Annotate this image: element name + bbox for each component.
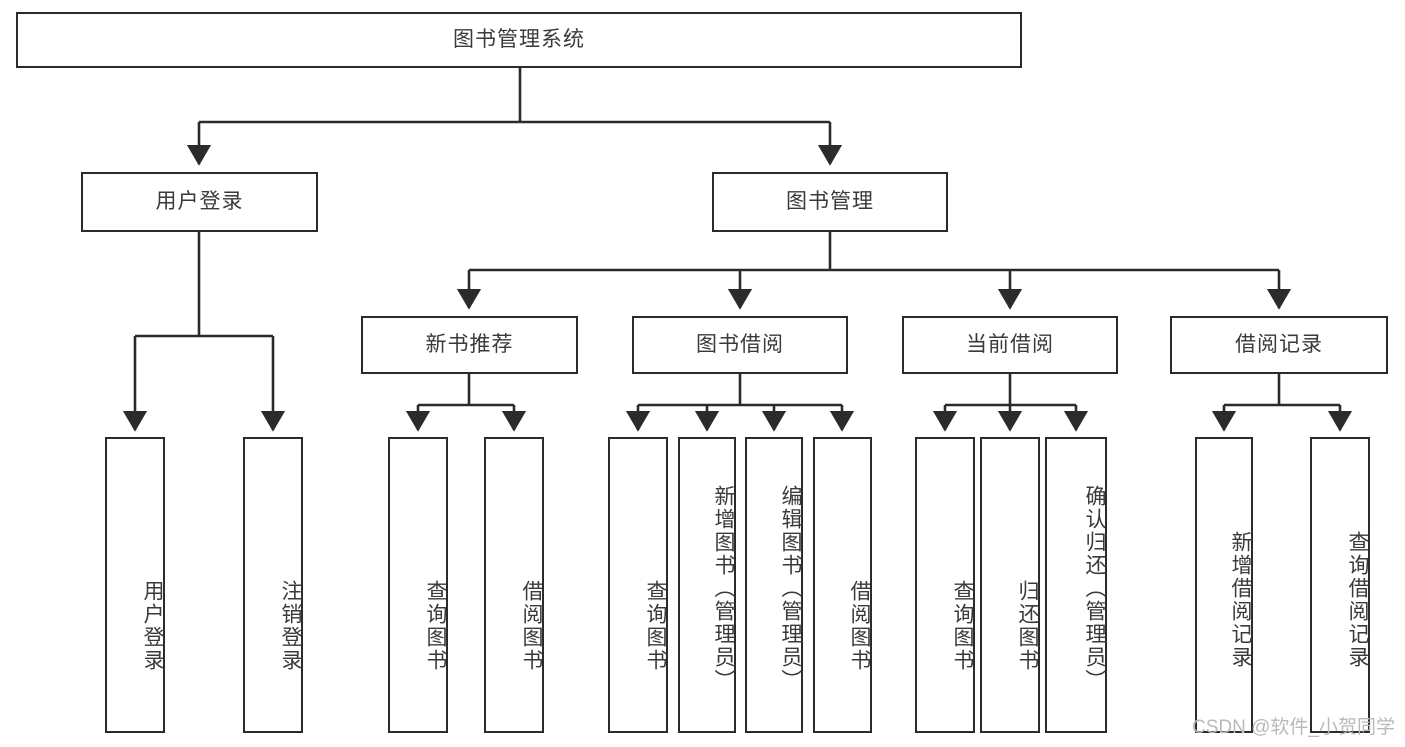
node-root[interactable]: 图书管理系统 — [16, 12, 1022, 68]
node-leaf-query-book-2[interactable]: 查询图书 — [608, 437, 668, 733]
node-leaf-borrow-book-1-label: 借阅图书 — [520, 580, 543, 672]
node-leaf-query-book-1[interactable]: 查询图书 — [388, 437, 448, 733]
node-current-borrow[interactable]: 当前借阅 — [902, 316, 1118, 374]
node-new-book-recommend[interactable]: 新书推荐 — [361, 316, 578, 374]
csdn-watermark: CSDN @软件_小贺同学 — [1192, 717, 1395, 738]
node-leaf-add-book[interactable]: 新增图书（管理员） — [678, 437, 736, 733]
node-leaf-add-book-label: 新增图书（管理员） — [712, 484, 735, 692]
node-root-label: 图书管理系统 — [453, 28, 585, 52]
node-leaf-confirm-return[interactable]: 确认归还（管理员） — [1045, 437, 1107, 733]
node-leaf-query-record-label: 查询借阅记录 — [1346, 531, 1369, 669]
node-leaf-query-book-3-label: 查询图书 — [951, 580, 974, 672]
node-borrow-record-label: 借阅记录 — [1235, 333, 1323, 357]
node-leaf-edit-book[interactable]: 编辑图书（管理员） — [745, 437, 803, 733]
node-leaf-add-record-label: 新增借阅记录 — [1229, 531, 1252, 669]
node-leaf-query-book-1-label: 查询图书 — [424, 580, 447, 672]
node-leaf-query-record[interactable]: 查询借阅记录 — [1310, 437, 1370, 733]
node-book-borrow[interactable]: 图书借阅 — [632, 316, 848, 374]
node-current-borrow-label: 当前借阅 — [966, 333, 1054, 357]
node-leaf-query-book-3[interactable]: 查询图书 — [915, 437, 975, 733]
node-user-login-label: 用户登录 — [155, 190, 244, 214]
node-book-borrow-label: 图书借阅 — [696, 333, 784, 357]
node-leaf-borrow-book-2-label: 借阅图书 — [848, 580, 871, 672]
node-leaf-confirm-return-label: 确认归还（管理员） — [1083, 484, 1106, 692]
node-leaf-add-record[interactable]: 新增借阅记录 — [1195, 437, 1253, 733]
node-leaf-user-login-label: 用户登录 — [141, 580, 164, 672]
node-new-book-recommend-label: 新书推荐 — [425, 333, 514, 357]
node-leaf-user-logout-label: 注销登录 — [279, 580, 302, 672]
node-borrow-record[interactable]: 借阅记录 — [1170, 316, 1388, 374]
node-leaf-borrow-book-2[interactable]: 借阅图书 — [813, 437, 872, 733]
node-book-manage[interactable]: 图书管理 — [712, 172, 948, 232]
node-user-login[interactable]: 用户登录 — [81, 172, 318, 232]
node-leaf-borrow-book-1[interactable]: 借阅图书 — [484, 437, 544, 733]
node-book-manage-label: 图书管理 — [786, 190, 874, 214]
node-leaf-return-book-label: 归还图书 — [1016, 580, 1039, 672]
node-leaf-return-book[interactable]: 归还图书 — [980, 437, 1040, 733]
node-leaf-user-logout[interactable]: 注销登录 — [243, 437, 303, 733]
node-leaf-query-book-2-label: 查询图书 — [644, 580, 667, 672]
node-leaf-user-login[interactable]: 用户登录 — [105, 437, 165, 733]
node-leaf-edit-book-label: 编辑图书（管理员） — [779, 484, 802, 692]
